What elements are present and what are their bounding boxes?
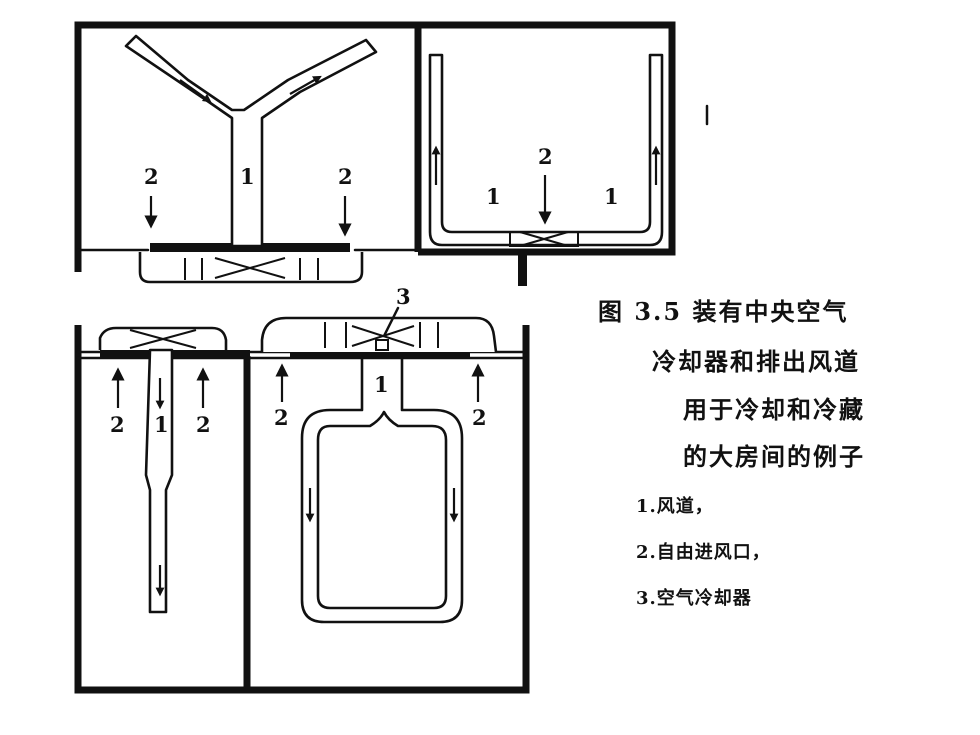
label-inlet-2-bl-left: 2 [110,412,125,437]
label-duct-1-bl: 1 [154,412,169,437]
label-inlet-2-right: 2 [338,164,353,189]
room-top-left: 1 2 2 [74,21,422,284]
rooms-bottom: 1 2 2 3 1 2 2 [74,284,530,694]
y-duct [124,34,378,248]
u-duct [428,53,664,247]
straight-duct [144,348,174,614]
label-duct-1-br: 1 [374,372,389,397]
label-inlet-2-bl-right: 2 [196,412,211,437]
label-cooler-3: 3 [396,284,411,309]
label-duct-1: 1 [240,164,255,189]
legend-item-3: 3.空气冷却器 [636,588,752,609]
fan-top-right [509,231,579,247]
loop-duct-inner [316,410,448,610]
caption-line-1: 图 3.5 装有中央空气 [598,297,849,326]
caption-line-2: 冷却器和排出风道 [652,347,860,376]
fan-top-left [184,257,319,280]
label-inlet-2-br-right: 2 [472,405,487,430]
legend-item-1: 1.风道， [636,496,714,517]
room-top-right: 2 1 1 [418,21,676,286]
label-inlet-2-center: 2 [538,144,553,169]
air-cooler [375,339,389,351]
caption-line-3: 用于冷却和冷藏 [683,395,865,424]
label-duct-1-right: 1 [604,184,619,209]
label-duct-1-left: 1 [486,184,501,209]
legend-item-2: 2.自由进风口， [636,542,771,563]
label-inlet-2-left: 2 [144,164,159,189]
fan-bottom-left [129,329,197,349]
caption-line-4: 的大房间的例子 [683,442,865,471]
label-inlet-2-br-left: 2 [274,405,289,430]
